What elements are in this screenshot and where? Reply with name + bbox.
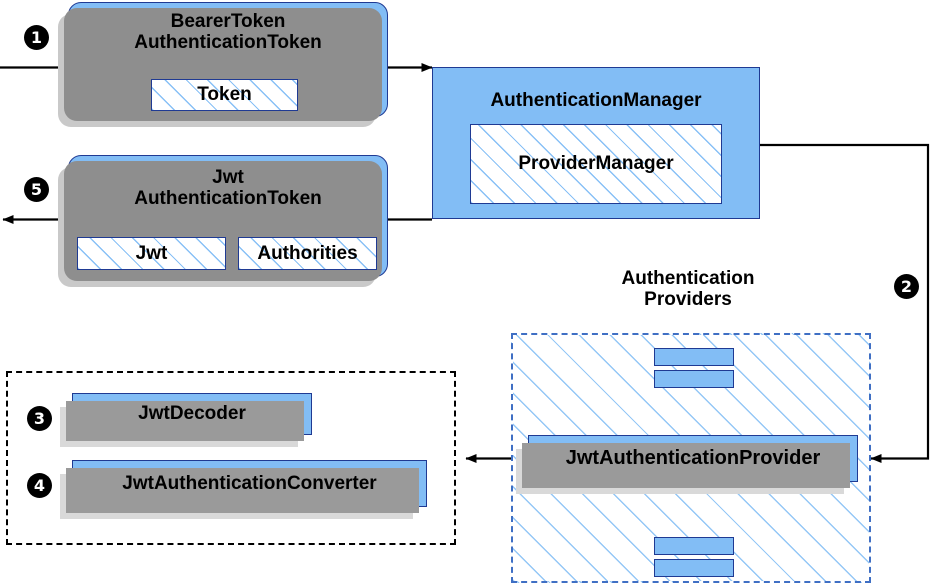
authentication-manager-title: AuthenticationManager <box>490 90 702 111</box>
provider-stack-bottom-bar-1 <box>654 537 734 555</box>
bearer-token-authentication-token-title: BearerToken AuthenticationToken <box>134 11 322 54</box>
jwt-support-components-region <box>6 371 456 545</box>
provider-manager-label: ProviderManager <box>518 153 674 174</box>
providers-label-line1: Authentication <box>621 268 755 289</box>
jwt-authentication-provider-node[interactable]: JwtAuthenticationProvider <box>516 435 858 494</box>
jwt-authentication-converter-node[interactable]: JwtAuthenticationConverter <box>60 460 427 519</box>
jwt-authentication-token-title: Jwt AuthenticationToken <box>134 167 322 210</box>
authorities-slot[interactable]: Authorities <box>238 237 377 270</box>
step-badge-3: 3 <box>27 406 52 431</box>
jwt-decoder-node[interactable]: JwtDecoder <box>60 393 312 447</box>
step-badge-2: 2 <box>894 274 919 299</box>
jwt-slot[interactable]: Jwt <box>77 237 226 270</box>
bearer-token-slot[interactable]: Token <box>151 79 298 111</box>
connector-manager-to-provider <box>760 143 930 463</box>
jwt-authentication-converter-label: JwtAuthenticationConverter <box>122 472 377 494</box>
step-badge-5: 5 <box>24 177 49 202</box>
provider-stack-top-bar-1 <box>654 348 734 366</box>
step-badge-1: 1 <box>24 25 49 50</box>
providers-label-line2: Providers <box>644 289 732 311</box>
jwt-decoder-label: JwtDecoder <box>138 403 246 424</box>
authentication-providers-label: Authentication Providers <box>568 268 808 311</box>
bearer-token-slot-label: Token <box>197 84 252 105</box>
authorities-slot-label: Authorities <box>257 242 358 264</box>
provider-manager-slot[interactable]: ProviderManager <box>470 124 722 204</box>
provider-stack-top-bar-2 <box>654 370 734 388</box>
jwt-slot-label: Jwt <box>135 242 168 264</box>
provider-stack-bottom-bar-2 <box>654 559 734 577</box>
jwt-authentication-provider-label: JwtAuthenticationProvider <box>565 447 821 469</box>
step-badge-4: 4 <box>27 473 52 498</box>
